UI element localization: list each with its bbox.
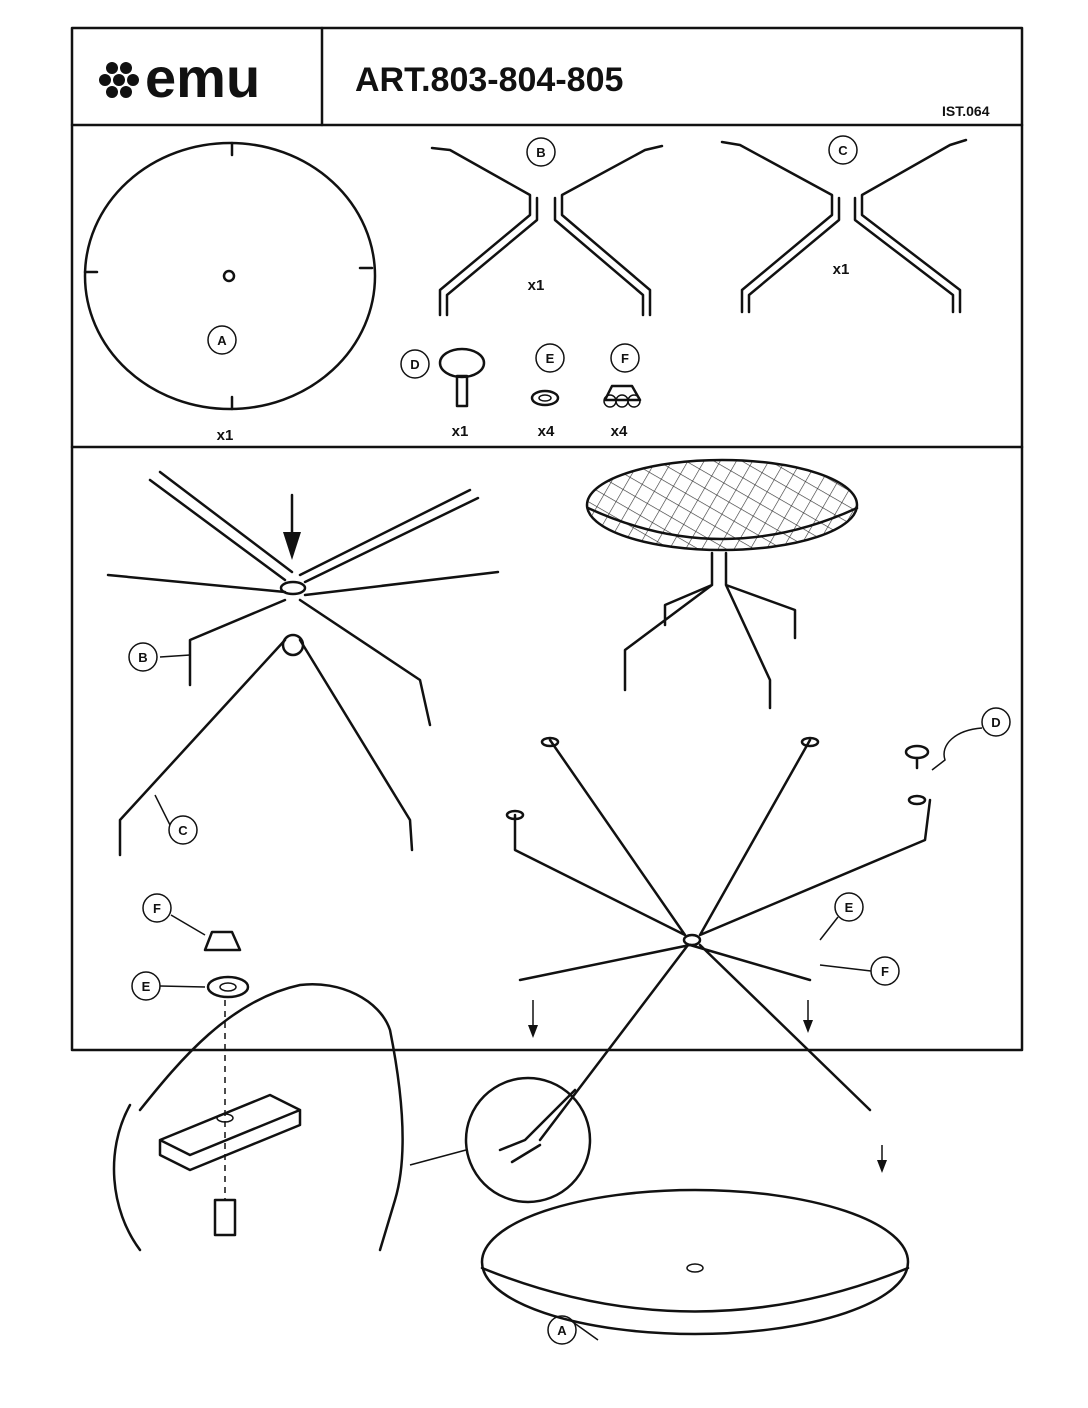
brand-name: emu: [145, 46, 260, 109]
step-4-attach-top: D E F A: [480, 707, 1011, 1345]
step4-label-e: E: [845, 900, 854, 915]
part-e-washer: E x4: [530, 343, 565, 440]
flower-icon: [99, 62, 139, 98]
part-c-label: C: [838, 143, 848, 158]
part-d-screw: D x1: [400, 347, 486, 440]
step3-label-f: F: [153, 901, 161, 916]
step1-label-b: B: [138, 650, 147, 665]
step-1-join-frames: B C: [106, 470, 500, 857]
part-d-label: D: [410, 357, 419, 372]
step1-label-c: C: [178, 823, 188, 838]
step4-label-d: D: [991, 715, 1000, 730]
step-2-finished-table: [585, 458, 859, 710]
step3-label-e: E: [142, 979, 151, 994]
part-e-qty: x4: [538, 423, 555, 440]
part-a-qty: x1: [217, 427, 234, 444]
part-d-qty: x1: [452, 423, 469, 440]
part-f-label: F: [621, 351, 629, 366]
part-b-leg-frame: B x1: [430, 137, 664, 317]
step-3-detail: F E: [112, 893, 592, 1252]
part-a-label: A: [217, 333, 227, 348]
page-frame: [70, 26, 1024, 1052]
part-f-qty: x4: [611, 423, 628, 440]
emu-logo: emu: [99, 46, 260, 109]
page-title: ART.803-804-805: [355, 61, 623, 99]
part-a-tabletop-ring: A x1: [83, 141, 377, 444]
part-b-label: B: [536, 145, 545, 160]
part-c-qty: x1: [833, 261, 850, 278]
document-code: IST.064: [942, 103, 990, 119]
part-b-qty: x1: [528, 277, 545, 294]
part-c-leg-frame: C x1: [720, 135, 968, 314]
part-e-label: E: [546, 351, 555, 366]
part-f-nut: F x4: [603, 343, 642, 440]
step4-label-a: A: [557, 1323, 567, 1338]
step4-label-f: F: [881, 964, 889, 979]
